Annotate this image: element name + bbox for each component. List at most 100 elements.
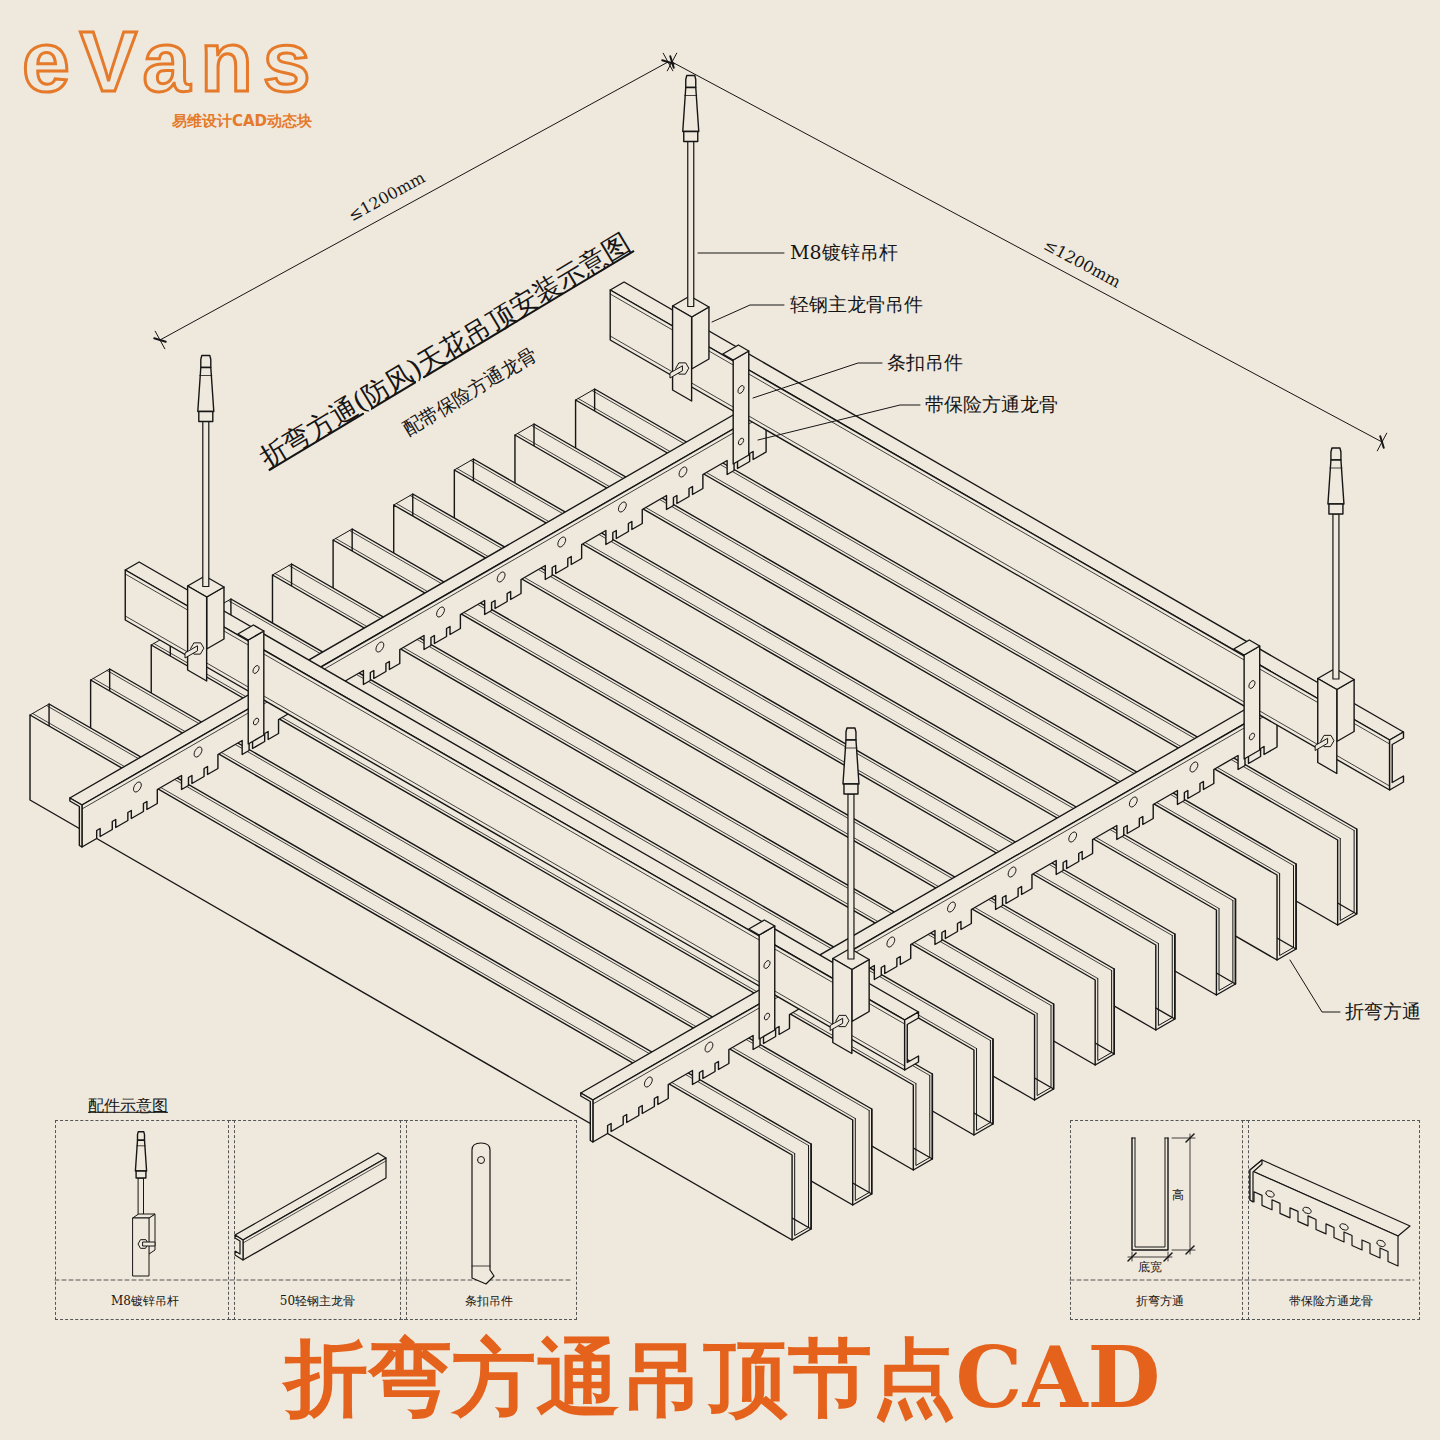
strap-plate — [1244, 646, 1260, 759]
dimension-extension — [155, 331, 165, 349]
leader-line — [712, 305, 784, 322]
dimension-line — [1128, 1257, 1172, 1258]
slot-hole — [887, 937, 895, 947]
main-keel-top — [610, 282, 1403, 740]
hanger-bolt — [830, 1019, 842, 1031]
anchor-body — [683, 88, 699, 132]
leader-line — [753, 363, 882, 398]
dimension-tick — [670, 56, 673, 67]
strap-hook — [749, 920, 775, 935]
accessory-cell: 折弯方通 — [1070, 1120, 1249, 1320]
slot-hole — [738, 386, 744, 394]
main-keel-face — [610, 290, 1389, 790]
hanger-bolt — [185, 646, 197, 658]
part-label: M8镀锌吊杆 — [790, 242, 898, 264]
bar-end-profile — [1277, 864, 1296, 960]
accessory-cell: 50轻钢主龙骨 — [228, 1120, 407, 1320]
bar-end — [91, 669, 110, 680]
bar-end-profile — [1216, 899, 1235, 995]
accessory-label: M8镀锌吊杆 — [56, 1281, 234, 1321]
keel-end-profile — [581, 1093, 593, 1142]
anchor-nut — [1329, 504, 1343, 514]
bar-end — [272, 564, 291, 575]
icon-keel-face — [1250, 1170, 1398, 1266]
main-keel-end — [1390, 732, 1404, 790]
bar-end-profile — [1219, 901, 1233, 991]
anchor-cap — [846, 728, 856, 740]
slot-hole — [558, 537, 566, 547]
main-keel-end — [905, 1012, 919, 1070]
accessory-cell: M8镀锌吊杆 — [55, 1120, 235, 1320]
bar-end — [333, 529, 352, 540]
brand-tagline: 易维设计CAD动态块 — [172, 113, 312, 130]
panel-heading: 配件示意图 — [88, 1097, 168, 1115]
strap-hook — [1234, 640, 1260, 655]
slot-hole — [253, 666, 259, 674]
dimension-line — [672, 62, 1382, 442]
slot-hole — [1190, 762, 1198, 772]
slot-hole — [679, 467, 687, 477]
anchor-cap — [1331, 448, 1341, 460]
anchor-cap — [138, 1132, 145, 1140]
dimension-extension — [667, 53, 676, 71]
keel-end-profile — [70, 798, 82, 847]
icon-tube-profile — [1132, 1138, 1168, 1250]
leader-line — [758, 405, 920, 440]
icon-main-keel-top — [235, 1153, 386, 1240]
bar-end — [454, 459, 473, 470]
dimension-text: 底宽 — [1138, 1261, 1162, 1275]
slot-hole — [948, 902, 956, 912]
bar-end-profile — [913, 1074, 932, 1170]
dimension-tick — [1164, 1253, 1172, 1261]
anchor-band — [200, 375, 212, 376]
hanger-plate — [673, 306, 692, 401]
dimension-extension — [1172, 1138, 1195, 1139]
strap-hook — [238, 625, 264, 640]
part-label: 折弯方通 — [1345, 1001, 1421, 1023]
icon-tube-profile — [1135, 1138, 1165, 1247]
anchor-band — [845, 748, 857, 749]
icon-tube-lip — [1132, 1138, 1135, 1139]
slot-hole — [437, 607, 445, 617]
accessory-label: 50轻钢主龙骨 — [229, 1281, 406, 1321]
icon-keel-hole — [1377, 1240, 1385, 1246]
bar-end — [576, 389, 595, 400]
slot-hole — [705, 1042, 713, 1052]
threaded-rod — [1333, 514, 1339, 679]
bar-end-profile — [974, 1039, 993, 1135]
icon-keel-end — [1250, 1160, 1262, 1202]
leader-line — [1290, 960, 1340, 1012]
accessory-label: 带保险方通龙骨 — [1243, 1281, 1419, 1321]
slot-hole — [618, 502, 626, 512]
anchor-band — [137, 1145, 145, 1146]
icon-hanger-top — [133, 1214, 155, 1218]
slot-hole — [738, 438, 743, 445]
bar-end-profile — [1280, 866, 1294, 956]
main-keel-face — [125, 570, 904, 1070]
icon-main-keel-bend — [243, 1161, 386, 1243]
part-label: 条扣吊件 — [887, 352, 963, 374]
icon-main-keel-end — [235, 1235, 243, 1260]
icon-main-keel-face — [243, 1158, 386, 1260]
part-label: 轻钢主龙骨吊件 — [790, 294, 923, 316]
caption-banner: 折弯方通吊顶节点CAD — [284, 1332, 1161, 1424]
hanger-bolt — [670, 366, 682, 378]
strap-plate — [248, 631, 264, 744]
anchor-nut — [844, 784, 858, 794]
panel-divider — [55, 1280, 571, 1281]
slot-hole — [253, 718, 258, 725]
icon-hanger-bolt — [143, 1242, 155, 1246]
bar-end-profile — [1158, 936, 1172, 1026]
hanger-plate — [833, 959, 852, 1054]
slot-hole — [133, 782, 141, 792]
anchor-cap — [201, 356, 211, 368]
hanger-plate — [1318, 679, 1337, 774]
anchor-body — [843, 740, 859, 784]
bar-end — [30, 704, 49, 715]
anchor-nut — [199, 412, 213, 422]
icon-hanger-side — [149, 1214, 155, 1254]
hanger-plate — [188, 586, 207, 681]
bar-end — [515, 424, 534, 435]
slot-hole — [644, 1077, 652, 1087]
